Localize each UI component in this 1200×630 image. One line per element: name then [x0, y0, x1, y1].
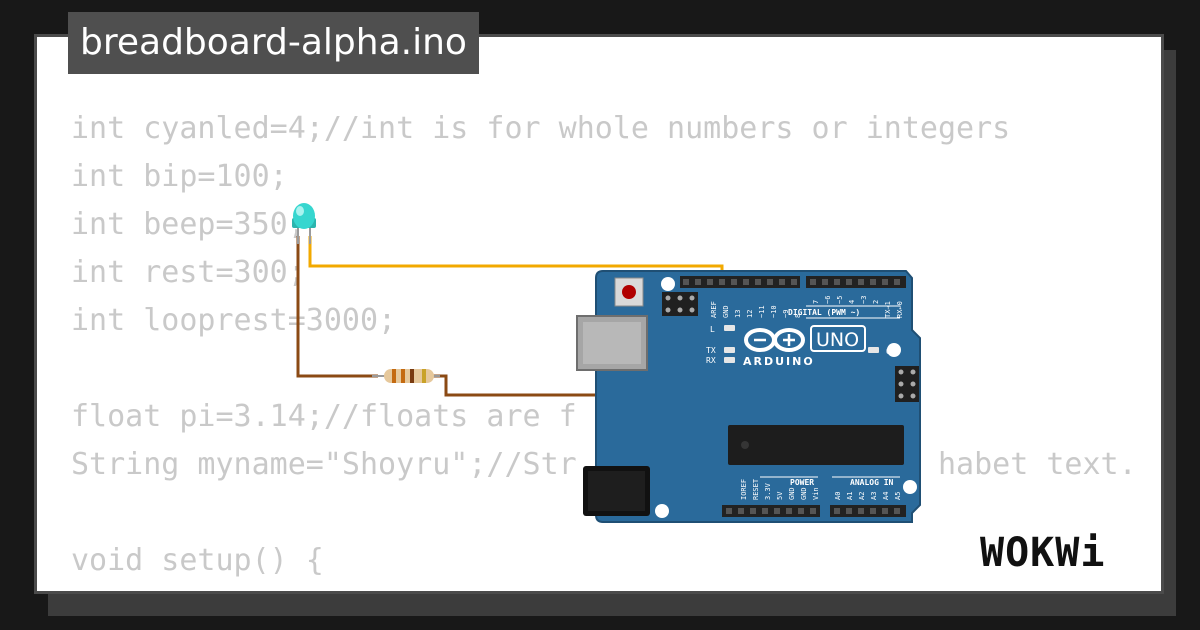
code-line: float pi=3.14;//floats are f	[71, 399, 577, 434]
code-line: String myname="Shoyru";//Str habet text.	[71, 447, 1137, 482]
digital-label: DIGITAL (PWM ~)	[788, 308, 860, 317]
icsp-header	[662, 292, 698, 316]
tx-led-label: TX	[706, 346, 716, 355]
pin-label: ~11	[758, 305, 766, 318]
pin-label: ~3	[860, 296, 868, 304]
on-led-label: ON	[886, 347, 896, 356]
pin-label: AREF	[710, 301, 718, 318]
pin-label: 2	[872, 300, 880, 304]
mounting-hole	[655, 504, 669, 518]
mounting-hole	[887, 343, 901, 357]
power-header	[722, 505, 906, 517]
pin-label: ~9	[782, 310, 790, 318]
pin-label: A0	[834, 492, 842, 500]
wokwi-logo: WOKWi	[980, 530, 1105, 576]
icsp-header	[895, 366, 919, 402]
code-line: int beep=350;	[71, 207, 306, 242]
pin-label: 7	[812, 300, 820, 304]
pin-label: 12	[746, 310, 754, 318]
pin-label: 3.3V	[764, 482, 772, 500]
pin-label: RX←0	[896, 301, 904, 318]
arduino-uno-board[interactable]: AREF GND 13 12 ~11 ~10 ~9 8 7 ~6 ~5 4 ~3…	[576, 270, 921, 523]
pin-label: A5	[894, 492, 902, 500]
reset-button[interactable]	[614, 277, 644, 307]
arduino-infinity-icon	[744, 328, 805, 352]
cyan-led[interactable]	[292, 203, 316, 244]
code-line: int looprest=3000;	[71, 303, 397, 338]
code-line: void setup() {	[71, 543, 324, 578]
pin-label: IOREF	[740, 479, 748, 500]
microcontroller-chip	[728, 425, 904, 465]
pin-label: GND	[788, 487, 796, 500]
pin-label: ~10	[770, 305, 778, 318]
pin-label: ~5	[836, 296, 844, 304]
pin-label: A3	[870, 492, 878, 500]
pin-label: GND	[800, 487, 808, 500]
resistor[interactable]	[372, 369, 440, 383]
board-model: UNO	[816, 329, 859, 351]
digital-header	[680, 276, 906, 288]
code-line: int rest=300;	[71, 255, 306, 290]
status-leds: L TX RX ON	[706, 325, 896, 365]
mounting-hole	[661, 277, 675, 291]
pin-label: A1	[846, 492, 854, 500]
pin-label: 13	[734, 310, 742, 318]
pin-label: A4	[882, 492, 890, 500]
code-preview: int cyanled=4;//int is for whole numbers…	[71, 105, 1137, 591]
l-led-label: L	[710, 325, 715, 334]
pin-label: 4	[848, 300, 856, 304]
pin-label: Vin	[812, 487, 820, 500]
pin-label: GND	[722, 305, 730, 318]
rx-led-label: RX	[706, 356, 716, 365]
pin-label: 8	[794, 314, 802, 318]
arduino-brand: ARDUINO	[743, 355, 815, 368]
pin-label: A2	[858, 492, 866, 500]
pin-label: TX→1	[884, 301, 892, 318]
file-title-tab: breadboard-alpha.ino	[68, 12, 479, 74]
wire-brown-led	[296, 236, 378, 378]
wokwi-logo-text: WOKWi	[980, 530, 1105, 576]
code-line: int bip=100;	[71, 159, 288, 194]
code-line: int cyanled=4;//int is for whole numbers…	[71, 111, 1011, 146]
analog-label: ANALOG IN	[850, 478, 894, 487]
pin-label: 5V	[776, 491, 784, 500]
power-label: POWER	[790, 478, 814, 487]
mounting-hole	[903, 480, 917, 494]
pin-label: ~6	[824, 296, 832, 304]
pin-label: RESET	[752, 478, 760, 500]
